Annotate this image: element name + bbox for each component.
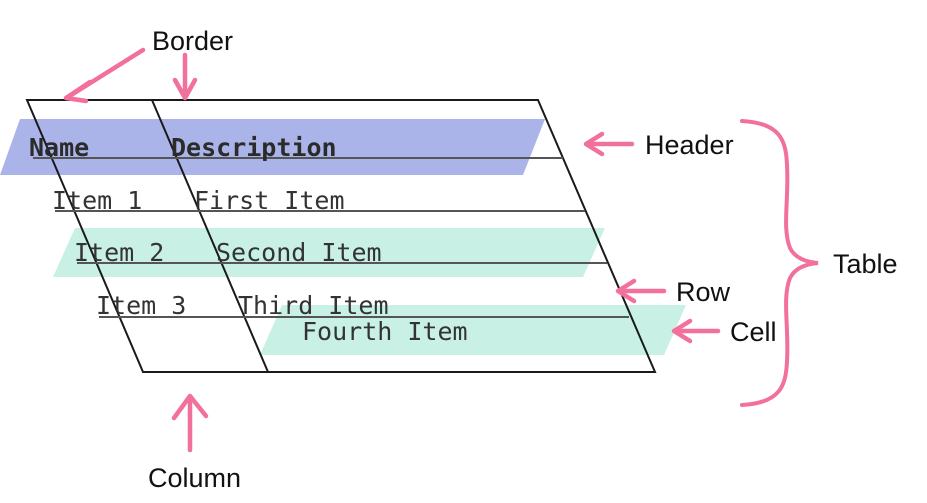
border-arrow-diagonal — [63, 47, 146, 104]
column-arrow — [171, 393, 209, 453]
table-cell-description-1: First Item — [194, 186, 345, 215]
cell-arrow — [671, 318, 721, 344]
table-header-name: Name — [29, 133, 89, 162]
table-cell-name-2: Item 2 — [74, 238, 164, 267]
table-cell-name-1: Item 1 — [52, 186, 142, 215]
annotation-label-row: Row — [676, 277, 731, 307]
column-divider-border — [151, 99, 269, 373]
annotation-label-table: Table — [833, 249, 898, 279]
table-cell-description-2: Second Item — [216, 238, 382, 267]
row-highlight-band — [53, 228, 605, 277]
table-outline — [25, 99, 657, 373]
header-arrow — [583, 131, 635, 157]
table-cell-description-3: Third Item — [238, 291, 389, 320]
table-header-description: Description — [171, 133, 337, 162]
header-highlight-band — [0, 119, 545, 175]
annotation-label-cell: Cell — [730, 317, 777, 347]
border-arrow-vertical — [172, 52, 198, 101]
table-cell-name-3: Item 3 — [96, 291, 186, 320]
annotation-label-column: Column — [148, 463, 241, 493]
row-arrow — [615, 278, 667, 304]
annotation-label-border: Border — [152, 26, 233, 56]
table-cell-highlighted: Fourth Item — [302, 317, 468, 346]
table-brace — [740, 119, 819, 407]
annotation-label-header: Header — [645, 130, 734, 160]
